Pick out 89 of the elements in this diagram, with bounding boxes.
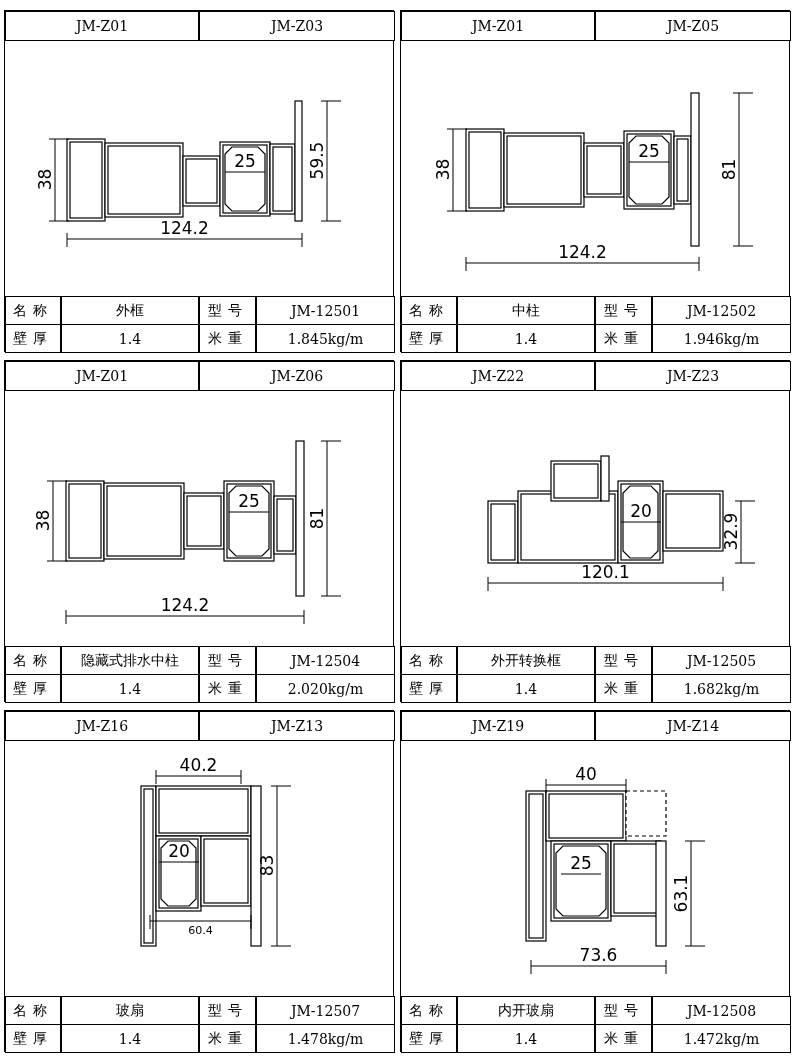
table-cell: JM-12502 <box>652 296 791 325</box>
table-cell: 壁厚 <box>401 324 457 353</box>
table-cell: 1.4 <box>61 1024 199 1053</box>
table-cell: JM-Z05 <box>595 11 791 41</box>
dimension-label: 40 <box>574 766 598 783</box>
table-cell: 隐藏式排水中柱 <box>61 646 199 675</box>
table-cell: 米重 <box>199 324 256 353</box>
table-cell: 名称 <box>5 646 61 675</box>
dimension-label: 25 <box>237 493 261 510</box>
panel-frame <box>400 360 790 702</box>
panel-frame <box>4 10 394 352</box>
dimension-label: 120.1 <box>580 564 631 581</box>
table-cell: 1.4 <box>457 674 595 703</box>
table-cell: JM-Z23 <box>595 361 791 391</box>
table-cell: 1.472kg/m <box>652 1024 791 1053</box>
dimension-label: 63.1 <box>672 873 690 913</box>
table-cell: JM-Z22 <box>401 361 595 391</box>
panel-frame <box>400 710 790 1052</box>
table-cell: 1.4 <box>457 324 595 353</box>
table-cell: 名称 <box>5 296 61 325</box>
table-cell: 1.4 <box>457 1024 595 1053</box>
table-cell: 壁厚 <box>5 1024 61 1053</box>
table-cell: 名称 <box>401 646 457 675</box>
table-cell: 型号 <box>595 646 652 675</box>
table-cell: 米重 <box>595 1024 652 1053</box>
table-cell: 1.682kg/m <box>652 674 791 703</box>
table-cell: JM-12505 <box>652 646 791 675</box>
table-cell: JM-Z01 <box>5 11 199 41</box>
table-cell: 1.4 <box>61 674 199 703</box>
table-cell: 壁厚 <box>5 674 61 703</box>
table-cell: JM-Z16 <box>5 711 199 741</box>
table-cell: 名称 <box>401 296 457 325</box>
dimension-label: 124.2 <box>557 244 608 261</box>
table-cell: 玻扇 <box>61 996 199 1025</box>
table-cell: 米重 <box>595 324 652 353</box>
dimension-label: 81 <box>308 506 326 531</box>
table-cell: 1.4 <box>61 324 199 353</box>
dimension-label: 25 <box>569 855 593 872</box>
table-cell: 型号 <box>595 996 652 1025</box>
table-cell: JM-12508 <box>652 996 791 1025</box>
table-cell: 壁厚 <box>401 1024 457 1053</box>
dimension-label: 59.5 <box>308 140 326 181</box>
dimension-label: 124.2 <box>159 597 211 614</box>
table-cell: JM-Z01 <box>401 11 595 41</box>
table-cell: 米重 <box>199 674 256 703</box>
table-cell: 型号 <box>199 296 256 325</box>
dimension-label: 38 <box>434 157 452 183</box>
table-cell: 1.845kg/m <box>256 324 395 353</box>
panel-frame <box>4 710 394 1052</box>
table-cell: 内开玻扇 <box>457 996 595 1025</box>
dimension-label: 25 <box>233 153 257 170</box>
table-cell: 名称 <box>401 996 457 1025</box>
dimension-label: 81 <box>720 157 738 182</box>
dimension-label: 60.4 <box>187 925 214 936</box>
panel-frame <box>4 360 394 702</box>
table-cell: 型号 <box>199 996 256 1025</box>
dimension-label: 20 <box>629 503 653 520</box>
table-cell: 名称 <box>5 996 61 1025</box>
table-cell: 壁厚 <box>5 324 61 353</box>
dimension-label: 73.6 <box>578 947 619 964</box>
table-cell: JM-12507 <box>256 996 395 1025</box>
table-cell: 米重 <box>595 674 652 703</box>
table-cell: 外框 <box>61 296 199 325</box>
dimension-label: 38 <box>34 508 52 534</box>
table-cell: JM-Z06 <box>199 361 395 391</box>
dimension-label: 40.2 <box>178 757 219 774</box>
table-cell: 型号 <box>199 646 256 675</box>
table-cell: 壁厚 <box>401 674 457 703</box>
dimension-label: 20 <box>167 843 191 860</box>
table-cell: JM-12504 <box>256 646 395 675</box>
dimension-label: 25 <box>637 143 661 160</box>
panel-frame <box>400 10 790 352</box>
dimension-label: 38 <box>36 167 54 193</box>
dimension-label: 32.9 <box>722 511 740 552</box>
table-cell: JM-Z13 <box>199 711 395 741</box>
table-cell: JM-Z14 <box>595 711 791 741</box>
dimension-label: 124.2 <box>159 220 210 237</box>
table-cell: 1.478kg/m <box>256 1024 395 1053</box>
table-cell: 2.020kg/m <box>256 674 395 703</box>
dimension-label: 83 <box>258 853 276 879</box>
table-cell: JM-Z03 <box>199 11 395 41</box>
table-cell: 外开转换框 <box>457 646 595 675</box>
table-cell: JM-Z19 <box>401 711 595 741</box>
table-cell: 米重 <box>199 1024 256 1053</box>
table-cell: JM-12501 <box>256 296 395 325</box>
table-cell: JM-Z01 <box>5 361 199 391</box>
table-cell: 型号 <box>595 296 652 325</box>
table-cell: 1.946kg/m <box>652 324 791 353</box>
table-cell: 中柱 <box>457 296 595 325</box>
